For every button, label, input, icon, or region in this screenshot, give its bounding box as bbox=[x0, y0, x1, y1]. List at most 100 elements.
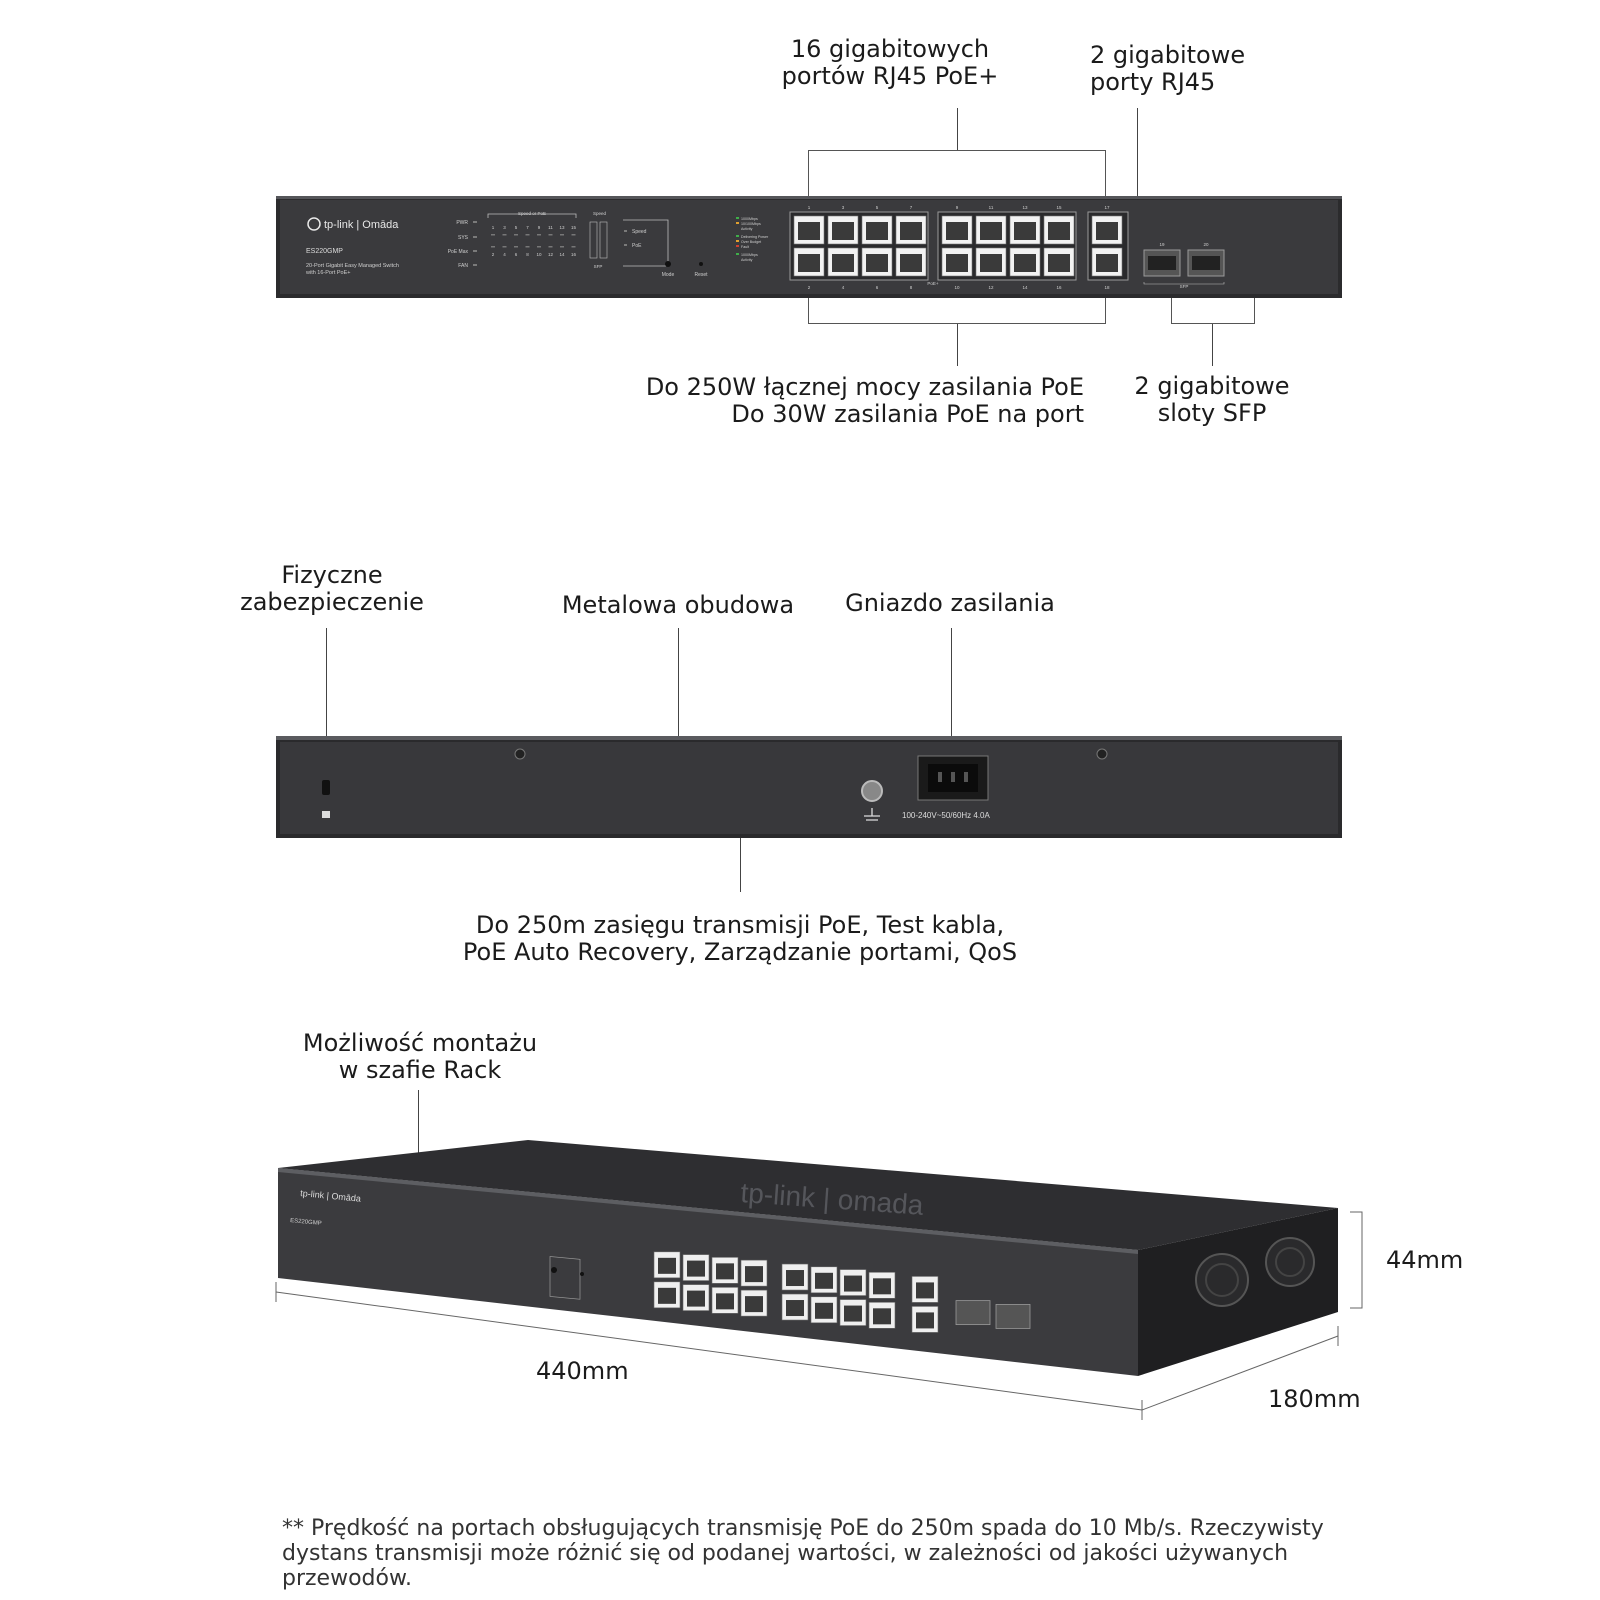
callout-line bbox=[1212, 324, 1213, 366]
port-led bbox=[525, 246, 530, 248]
reset-button-label: Reset bbox=[694, 272, 708, 278]
rj45-port-socket bbox=[745, 1296, 763, 1313]
front-model-name: ES220GMP bbox=[290, 1218, 322, 1227]
port-number: 4 bbox=[842, 285, 845, 290]
led-port-number: 4 bbox=[503, 252, 506, 257]
port-number: 7 bbox=[910, 205, 913, 210]
label-line: 16 gigabitowych bbox=[790, 35, 990, 63]
power-rating: 100-240V~50/60Hz 4.0A bbox=[902, 811, 991, 820]
led-port-number: 15 bbox=[571, 225, 577, 230]
footnote: ** Prędkość na portach obsługujących tra… bbox=[282, 1516, 1324, 1591]
kensington-lock-slot[interactable] bbox=[322, 780, 330, 795]
port-number: 18 bbox=[1104, 285, 1110, 290]
rj45-port-socket bbox=[658, 1287, 676, 1304]
port-led bbox=[560, 234, 564, 236]
port-number: 2 bbox=[808, 285, 811, 290]
rj45-port-socket bbox=[1096, 254, 1118, 272]
switch-rear-panel: 100-240V~50/60Hz 4.0A bbox=[276, 736, 1342, 838]
switch-top bbox=[278, 1140, 1338, 1250]
legend-text: Over Budget bbox=[741, 240, 761, 244]
legend-text: Activity bbox=[741, 258, 753, 262]
rj45-port-socket bbox=[900, 222, 922, 240]
label-features: Do 250m zasięgu transmisji PoE, Test kab… bbox=[420, 912, 1060, 966]
label-line: Do 250W łącznej mocy zasilania PoE bbox=[645, 373, 1084, 401]
port-led bbox=[502, 234, 507, 236]
rj45-port-socket bbox=[980, 222, 1002, 240]
model-description: 20-Port Gigabit Easy Managed Switch bbox=[306, 263, 399, 269]
label-poe-power: Do 250W łącznej mocy zasilania PoE Do 30… bbox=[600, 374, 1084, 428]
port-led bbox=[537, 234, 541, 236]
rj45-port-socket bbox=[866, 254, 888, 272]
brand-logo: tp-link | Omāda bbox=[324, 219, 399, 231]
lock-icon bbox=[322, 811, 330, 818]
sfp-number: 19 bbox=[1159, 242, 1165, 247]
label-sfp-slots: 2 gigabitowe sloty SFP bbox=[1112, 373, 1312, 427]
legend-text: Activity bbox=[741, 227, 753, 231]
port-number: 15 bbox=[1056, 205, 1062, 210]
label-line: zabezpieczenie bbox=[240, 588, 424, 616]
label-line: 2 gigabitowe bbox=[1090, 41, 1246, 69]
port-led bbox=[571, 246, 576, 248]
port-led bbox=[548, 234, 553, 236]
led-port-number: 12 bbox=[548, 252, 554, 257]
switch-front-panel: tp-link | Omāda ES220GMP 20-Port Gigabit… bbox=[276, 196, 1342, 298]
dim-width-label: 440mm bbox=[536, 1357, 629, 1385]
rj45-port-socket bbox=[815, 1272, 833, 1289]
sfp-slot[interactable] bbox=[955, 1300, 991, 1326]
callout-line bbox=[418, 1090, 419, 1156]
speed-poe-label: Speed or PoE bbox=[518, 211, 546, 216]
rj45-port-socket bbox=[844, 1275, 862, 1292]
fan-vent bbox=[1265, 1237, 1315, 1287]
label-metal-case: Metalowa obudowa bbox=[561, 591, 795, 619]
label-line: w szafie Rack bbox=[338, 1056, 502, 1084]
port-number: 12 bbox=[988, 285, 994, 290]
mode-button[interactable] bbox=[665, 261, 671, 267]
mode-button-label: Mode bbox=[662, 272, 675, 278]
rj45-port-socket bbox=[716, 1293, 734, 1310]
sfp-slot[interactable] bbox=[995, 1304, 1031, 1329]
port-number: 11 bbox=[989, 205, 994, 210]
rj45-port-socket bbox=[1014, 254, 1036, 272]
sfp-group-label: SFP bbox=[1180, 284, 1189, 289]
port-number: 5 bbox=[876, 205, 879, 210]
rj45-port-socket bbox=[916, 1282, 934, 1299]
reset-button[interactable] bbox=[699, 262, 703, 266]
speed-label: Speed bbox=[593, 211, 607, 216]
rj45-port-socket bbox=[873, 1308, 891, 1325]
rj45-port-socket bbox=[815, 1302, 833, 1319]
led-port-number: 10 bbox=[536, 252, 542, 257]
label-rack-mount: Możliwość montażu w szafie Rack bbox=[290, 1030, 550, 1084]
rj45-port-socket bbox=[687, 1290, 705, 1307]
led-port-number: 9 bbox=[538, 225, 541, 230]
model-name: ES220GMP bbox=[306, 248, 343, 255]
rj45-port-socket bbox=[844, 1305, 862, 1322]
label-line: Możliwość montażu bbox=[302, 1029, 538, 1057]
dim-height-label: 44mm bbox=[1386, 1246, 1464, 1274]
rj45-port-socket bbox=[745, 1266, 763, 1283]
led-fan bbox=[473, 264, 477, 266]
led-port-number: 1 bbox=[492, 225, 495, 230]
led-poe-max bbox=[473, 250, 477, 252]
mode-option-speed: Speed bbox=[632, 229, 647, 235]
rj45-port-socket bbox=[946, 222, 968, 240]
rj45-port-socket bbox=[916, 1312, 934, 1329]
led-port-number: 6 bbox=[515, 252, 518, 257]
rj45-port-socket bbox=[687, 1260, 705, 1277]
rj45-port-socket bbox=[1014, 222, 1036, 240]
port-number: 13 bbox=[1022, 205, 1028, 210]
rj45-port-socket bbox=[1048, 254, 1070, 272]
port-led bbox=[571, 234, 576, 236]
callout-line bbox=[951, 628, 952, 756]
led-label-sys: SYS bbox=[458, 235, 469, 241]
callout-line bbox=[740, 838, 741, 892]
port-number: 14 bbox=[1022, 285, 1028, 290]
rj45-port-socket bbox=[900, 254, 922, 272]
switch-perspective: tp-link | omada tp-link | Omāda ES220GMP bbox=[278, 1140, 1338, 1376]
port-led bbox=[514, 234, 518, 236]
callout-line bbox=[678, 628, 679, 738]
port-number: 6 bbox=[876, 285, 879, 290]
fan-vent bbox=[1195, 1253, 1249, 1307]
led-port-number: 8 bbox=[526, 252, 529, 257]
label-line: Fizyczne bbox=[281, 561, 383, 589]
